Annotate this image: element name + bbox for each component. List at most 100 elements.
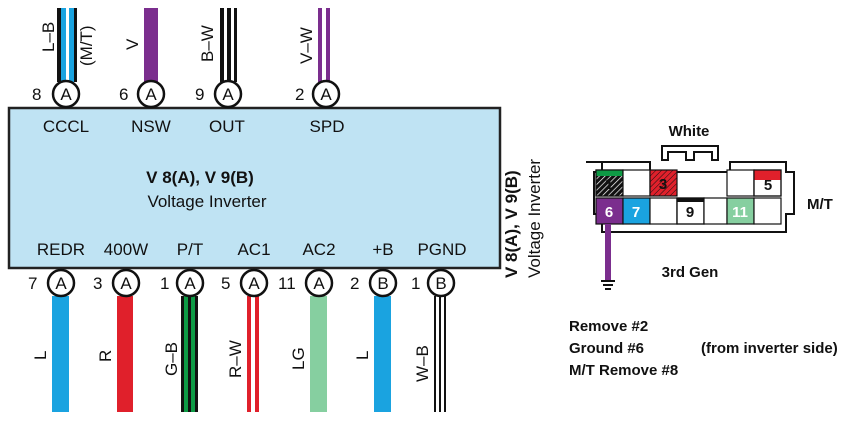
pin-num-bottom-5: 5: [221, 274, 230, 293]
wire-bottom-3: [117, 296, 133, 412]
pin-letter-top-9: A: [222, 85, 234, 104]
pin-letter-bottom-1a: A: [184, 274, 196, 293]
side-module-title: V 8(A), V 9(B): [502, 170, 521, 278]
note-inverter-side: (from inverter side): [701, 340, 838, 357]
cavity-label-5: 5: [764, 177, 772, 194]
terminal-bottom-5: [239, 268, 269, 298]
terminal-bottom-1b: [426, 268, 456, 298]
pin-label-nsw: NSW: [131, 117, 171, 136]
top-wire-codes: L–B (M/T) V B–W V–W: [39, 22, 316, 66]
cavity-2: [622, 169, 651, 197]
pin-letter-bottom-3: A: [120, 274, 132, 293]
top-pin-terminals: [51, 79, 341, 109]
terminal-top-2: [311, 79, 341, 109]
bottom-wires: [52, 296, 446, 412]
wire-bottom-5: [247, 296, 259, 412]
pin-label-ac2: AC2: [302, 240, 335, 259]
pin-letter-bottom-5: A: [248, 274, 260, 293]
wire-top-9: [220, 8, 237, 82]
cavity-4: [726, 169, 755, 197]
pin-label-cccl: CCCL: [43, 117, 89, 136]
pin-label-spd: SPD: [310, 117, 345, 136]
module-title: V 8(A), V 9(B): [146, 168, 254, 187]
wire-code-bottom-11: LG: [289, 347, 308, 370]
connector-side-label: M/T: [807, 196, 833, 213]
cavity-11: [726, 197, 755, 225]
terminal-bottom-2b: [368, 268, 398, 298]
top-wires: [57, 8, 330, 82]
terminal-bottom-3: [111, 268, 141, 298]
cavity-8: [649, 197, 678, 225]
wire-code-bottom-3: R: [96, 350, 115, 362]
note-mt-remove-8: M/T Remove #8: [569, 362, 678, 379]
note-remove-2: Remove #2: [569, 318, 648, 335]
wire-code-bottom-7: L: [31, 351, 50, 360]
cavity-label-1: 1: [605, 176, 613, 193]
pin-letter-top-2: A: [320, 85, 332, 104]
notes: Remove #2 Ground #6 (from inverter side)…: [569, 318, 838, 379]
cavity-7: [622, 197, 651, 225]
pin-num-bottom-7: 7: [28, 274, 37, 293]
ground-lead: [601, 224, 615, 290]
wire-code-bottom-1a: G–B: [162, 342, 181, 376]
pin-num-top-6: 6: [119, 85, 128, 104]
module-subtitle: Voltage Inverter: [147, 192, 266, 211]
pin-letter-bottom-2b: B: [377, 274, 388, 293]
pin-label-pt: P/T: [177, 240, 203, 259]
pin-letter-bottom-11: A: [313, 274, 325, 293]
cavity-3: [649, 169, 678, 197]
pin-num-bottom-1a: 1: [160, 274, 169, 293]
terminal-bottom-7: [46, 268, 76, 298]
pin-letter-bottom-1b: B: [435, 274, 446, 293]
pin-num-bottom-1b: 1: [411, 274, 420, 293]
bottom-pin-labels: REDR 400W P/T AC1 AC2 +B PGND: [37, 240, 467, 259]
inverter-module: [7, 106, 502, 270]
pin-num-top-8: 8: [32, 85, 41, 104]
cavity-label-3: 3: [659, 176, 667, 193]
bottom-wire-codes: L R G–B R–W LG L W–B: [31, 340, 432, 382]
terminal-top-8: [51, 79, 81, 109]
wire-top-2: [318, 8, 330, 82]
cavity-label-6: 6: [605, 204, 613, 221]
wire-code-bottom-2b: L: [353, 351, 372, 360]
wire-code-top-8-note: (M/T): [77, 25, 96, 66]
cavity-12: [753, 197, 782, 225]
pin-label-b: +B: [372, 240, 393, 259]
wire-code-top-2: V–W: [297, 27, 316, 64]
pin-label-pgnd: PGND: [417, 240, 466, 259]
wire-code-top-8: L–B: [39, 22, 58, 52]
pin-num-top-9: 9: [195, 85, 204, 104]
wire-bottom-1b: [434, 296, 446, 412]
cavity-10: [703, 197, 728, 225]
cavity-label-7: 7: [632, 204, 640, 221]
bottom-pin-text: 7 A 3 A 1 A 5 A 11 A 2 B 1 B: [28, 274, 447, 293]
pin-label-400w: 400W: [104, 240, 148, 259]
wire-code-bottom-1b: W–B: [413, 345, 432, 382]
pin-label-redr: REDR: [37, 240, 85, 259]
connector-header: White: [669, 123, 710, 140]
pin-num-bottom-11: 11: [278, 274, 296, 293]
pin-letter-bottom-7: A: [55, 274, 67, 293]
connector-footer: 3rd Gen: [662, 264, 719, 281]
top-pin-labels: CCCL NSW OUT SPD: [43, 117, 345, 136]
wire-code-top-6: V: [123, 38, 142, 50]
pin-num-top-2: 2: [295, 85, 304, 104]
wire-top-6: [144, 8, 158, 82]
wire-top-8: [57, 8, 77, 82]
top-pin-text: 8 A 6 A 9 A 2 A: [32, 85, 332, 104]
side-module-subtitle: Voltage Inverter: [525, 159, 544, 278]
pin-letter-top-6: A: [145, 85, 157, 104]
pin-label-ac1: AC1: [237, 240, 270, 259]
pin-num-bottom-3: 3: [93, 274, 102, 293]
pin-letter-top-8: A: [60, 85, 72, 104]
cavity-label-11: 11: [732, 204, 748, 221]
terminal-top-6: [136, 79, 166, 109]
wire-bottom-11: [310, 296, 327, 412]
terminal-bottom-11: [304, 268, 334, 298]
cavity-numbers: 1 3 5 6 7 9 11: [605, 176, 772, 221]
note-ground-6: Ground #6: [569, 340, 644, 357]
wire-bottom-7: [52, 296, 69, 412]
terminal-bottom-1a: [175, 268, 205, 298]
bottom-pin-terminals: [46, 268, 456, 298]
